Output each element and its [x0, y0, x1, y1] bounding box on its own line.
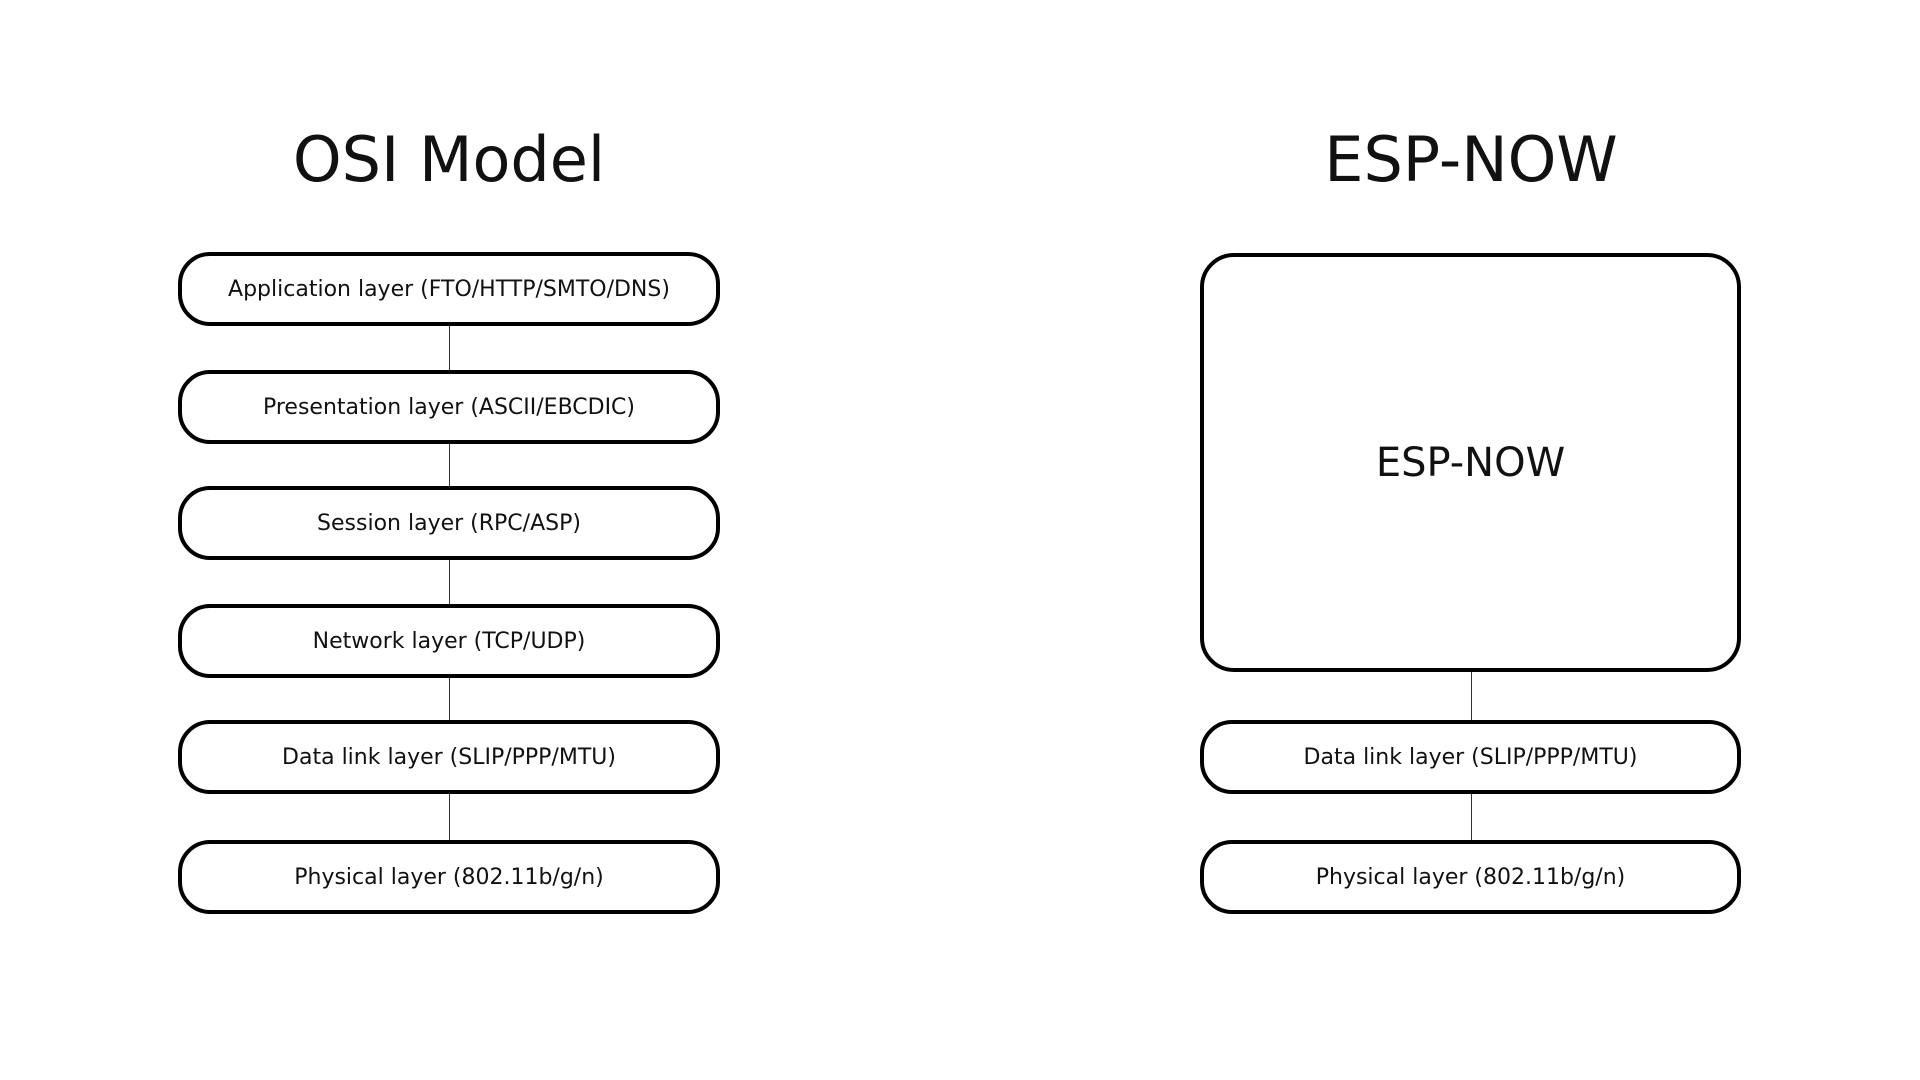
- osi-session-layer: Session layer (RPC/ASP): [178, 486, 720, 560]
- osi-physical-layer: Physical layer (802.11b/g/n): [178, 840, 720, 914]
- osi-presentation-layer: Presentation layer (ASCII/EBCDIC): [178, 370, 720, 444]
- connector: [449, 794, 450, 840]
- connector: [449, 444, 450, 486]
- connector: [449, 326, 450, 370]
- connector: [1471, 794, 1472, 840]
- espnow-data-link-layer: Data link layer (SLIP/PPP/MTU): [1200, 720, 1741, 794]
- osi-title: OSI Model: [292, 123, 606, 196]
- connector: [449, 678, 450, 720]
- connector: [1471, 671, 1472, 720]
- espnow-physical-layer: Physical layer (802.11b/g/n): [1200, 840, 1741, 914]
- osi-application-layer: Application layer (FTO/HTTP/SMTO/DNS): [178, 252, 720, 326]
- espnow-title: ESP-NOW: [1324, 123, 1618, 196]
- osi-data-link-layer: Data link layer (SLIP/PPP/MTU): [178, 720, 720, 794]
- espnow-layer: ESP-NOW: [1200, 253, 1741, 672]
- connector: [449, 560, 450, 604]
- osi-network-layer: Network layer (TCP/UDP): [178, 604, 720, 678]
